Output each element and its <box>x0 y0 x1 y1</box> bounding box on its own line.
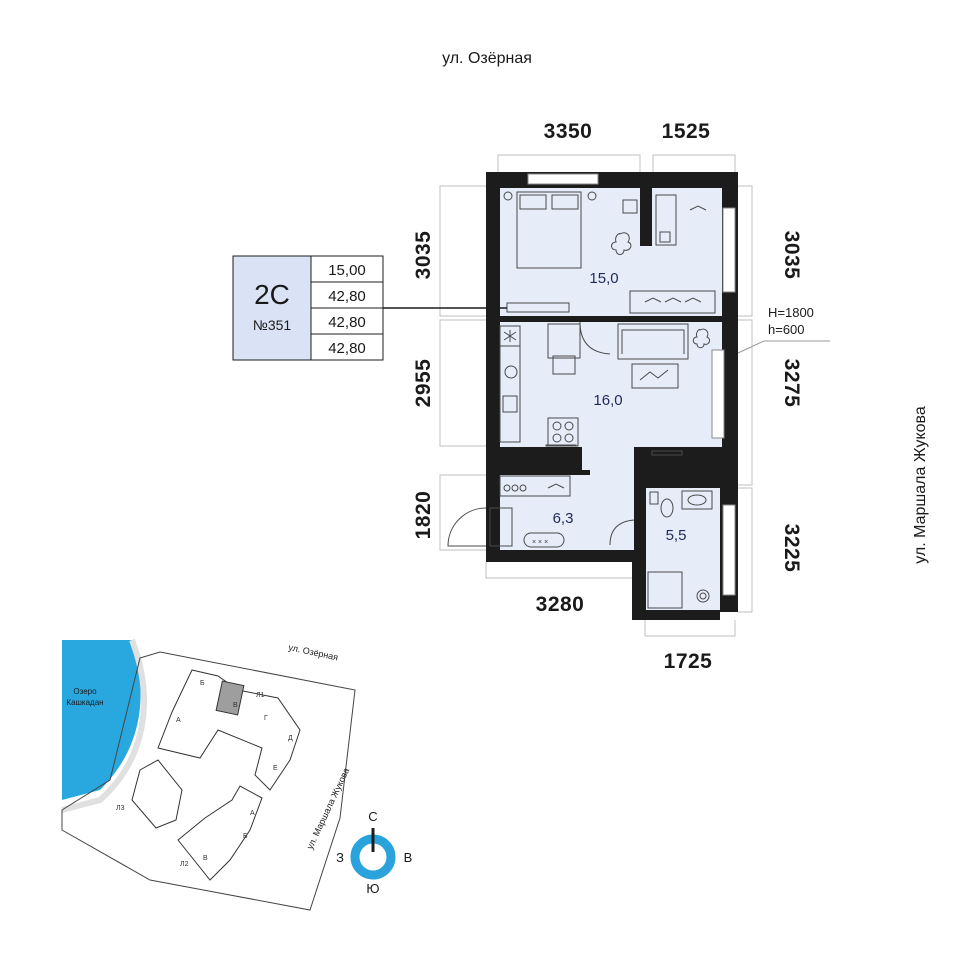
dim-left-2: 2955 <box>412 359 435 408</box>
dim-right-2: 3275 <box>780 359 803 408</box>
lake <box>62 640 141 800</box>
svg-text:× × ×: × × × <box>532 539 548 546</box>
living-furniture <box>499 321 711 456</box>
dim-top-left: 3350 <box>544 120 593 143</box>
svg-text:Е: Е <box>273 765 278 772</box>
lake-name-1: Озеро <box>73 687 97 696</box>
compass-east: В <box>404 850 413 865</box>
svg-text:А: А <box>250 810 255 817</box>
lake-name-2: Кашкадан <box>66 698 103 707</box>
dim-left-1: 3035 <box>412 231 435 280</box>
site-street-right: ул. Маршала Жукова <box>305 766 352 851</box>
svg-text:Б: Б <box>200 680 205 687</box>
bathroom-furniture <box>647 490 713 609</box>
site-street-top: ул. Озёрная <box>288 642 340 662</box>
street-top-label: ул. Озёрная <box>442 50 532 67</box>
svg-text:В: В <box>233 702 238 709</box>
room-area-living: 16,0 <box>593 392 622 409</box>
area-cell-2: 42,80 <box>328 288 366 305</box>
site-current-section <box>215 680 245 716</box>
window-note-sill: h=600 <box>768 322 805 337</box>
dim-right-1: 3035 <box>780 231 803 280</box>
area-cell-4: 42,80 <box>328 340 366 357</box>
svg-text:Л3: Л3 <box>116 805 125 812</box>
dim-right-3: 3225 <box>780 524 803 573</box>
svg-text:Л1: Л1 <box>256 692 265 699</box>
room-area-bedroom: 15,0 <box>589 270 618 287</box>
dim-bottom-left: 3280 <box>536 593 585 616</box>
room-floors <box>500 188 722 610</box>
area-cell-3: 42,80 <box>328 314 366 331</box>
compass-north: С <box>368 809 377 824</box>
apartment-number: №351 <box>253 317 292 333</box>
svg-text:Д: Д <box>288 735 293 742</box>
svg-text:А: А <box>176 717 181 724</box>
apartment-label: 2С №351 15,00 42,80 42,80 42,80 <box>232 255 507 361</box>
windows <box>527 173 736 596</box>
room-area-bath: 5,5 <box>666 527 687 544</box>
dim-top-right: 1525 <box>662 120 711 143</box>
svg-text:В: В <box>203 855 208 862</box>
compass: С Ю З В <box>336 809 412 896</box>
bedroom-furniture <box>503 191 716 314</box>
dim-bottom-right: 1725 <box>664 650 713 673</box>
hall-furniture: × × × <box>447 475 635 548</box>
apartment-type: 2С <box>254 279 290 310</box>
svg-text:Л2: Л2 <box>180 861 189 868</box>
room-area-hall: 6,3 <box>553 510 574 527</box>
window-note-h: H=1800 <box>768 305 814 320</box>
compass-south: Ю <box>366 881 379 896</box>
street-right-label: ул. Маршала Жукова <box>912 406 929 564</box>
dimension-guides <box>439 154 753 637</box>
compass-west: З <box>336 850 344 865</box>
dim-left-3: 1820 <box>412 491 435 540</box>
area-cell-1: 15,00 <box>328 262 366 279</box>
svg-text:Б: Б <box>243 833 248 840</box>
inner-walls <box>500 188 722 620</box>
svg-text:Г: Г <box>264 715 268 722</box>
site-plan: Озеро Кашкадан ул. Озёрная ул. Маршала Ж… <box>61 638 356 911</box>
